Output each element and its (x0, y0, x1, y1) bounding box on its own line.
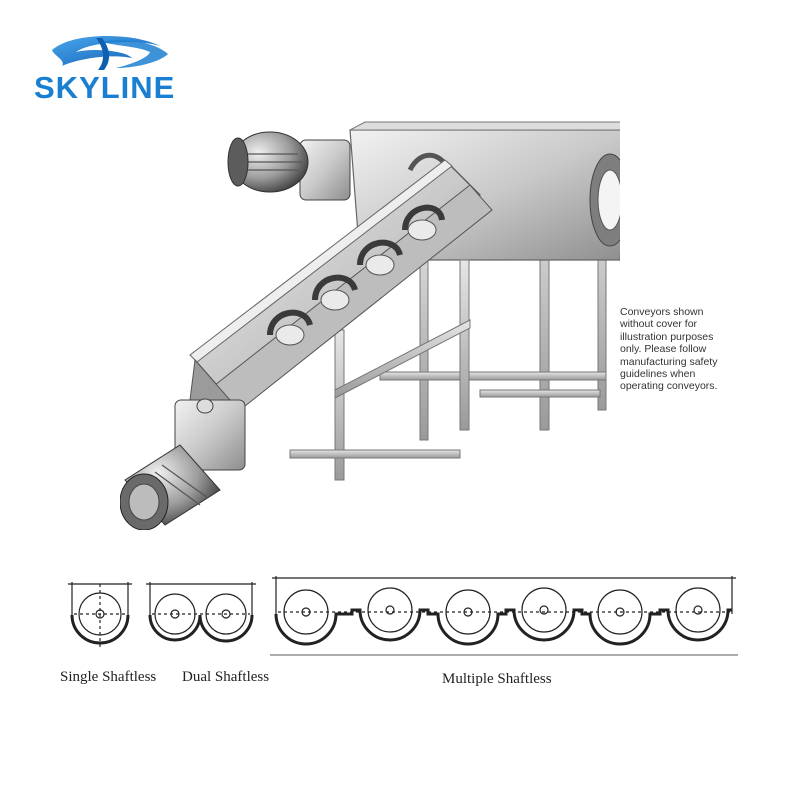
single-shaftless-label: Single Shaftless (60, 669, 157, 685)
note-line: only. Please follow (620, 343, 707, 356)
bottom-motor-gearbox (120, 398, 246, 530)
multiple-shaftless-section (270, 576, 738, 656)
inclined-trough (189, 159, 493, 442)
top-motor-gearbox (227, 131, 351, 201)
skyline-swirl-logo-icon (52, 35, 168, 70)
single-shaftless-section (68, 582, 132, 648)
dual-shaftless-label: Dual Shaftless (182, 669, 270, 685)
dual-shaftless-section (146, 582, 256, 643)
note-line: guidelines when (620, 368, 696, 381)
note-line: Conveyors shown (620, 306, 704, 318)
safety-note: Conveyors shown without cover for illust… (620, 306, 740, 393)
note-line: operating conveyors. (620, 380, 718, 393)
trough-cross-sections (68, 576, 738, 656)
screw-conveyor-illustration (120, 121, 620, 530)
brand-logo-text: SKYLINE (34, 70, 176, 105)
multiple-shaftless-label: Multiple Shaftless (442, 671, 552, 687)
note-line: manufacturing safety (620, 355, 718, 368)
note-line: without cover for (620, 318, 698, 331)
note-line: illustration purposes (620, 330, 714, 343)
